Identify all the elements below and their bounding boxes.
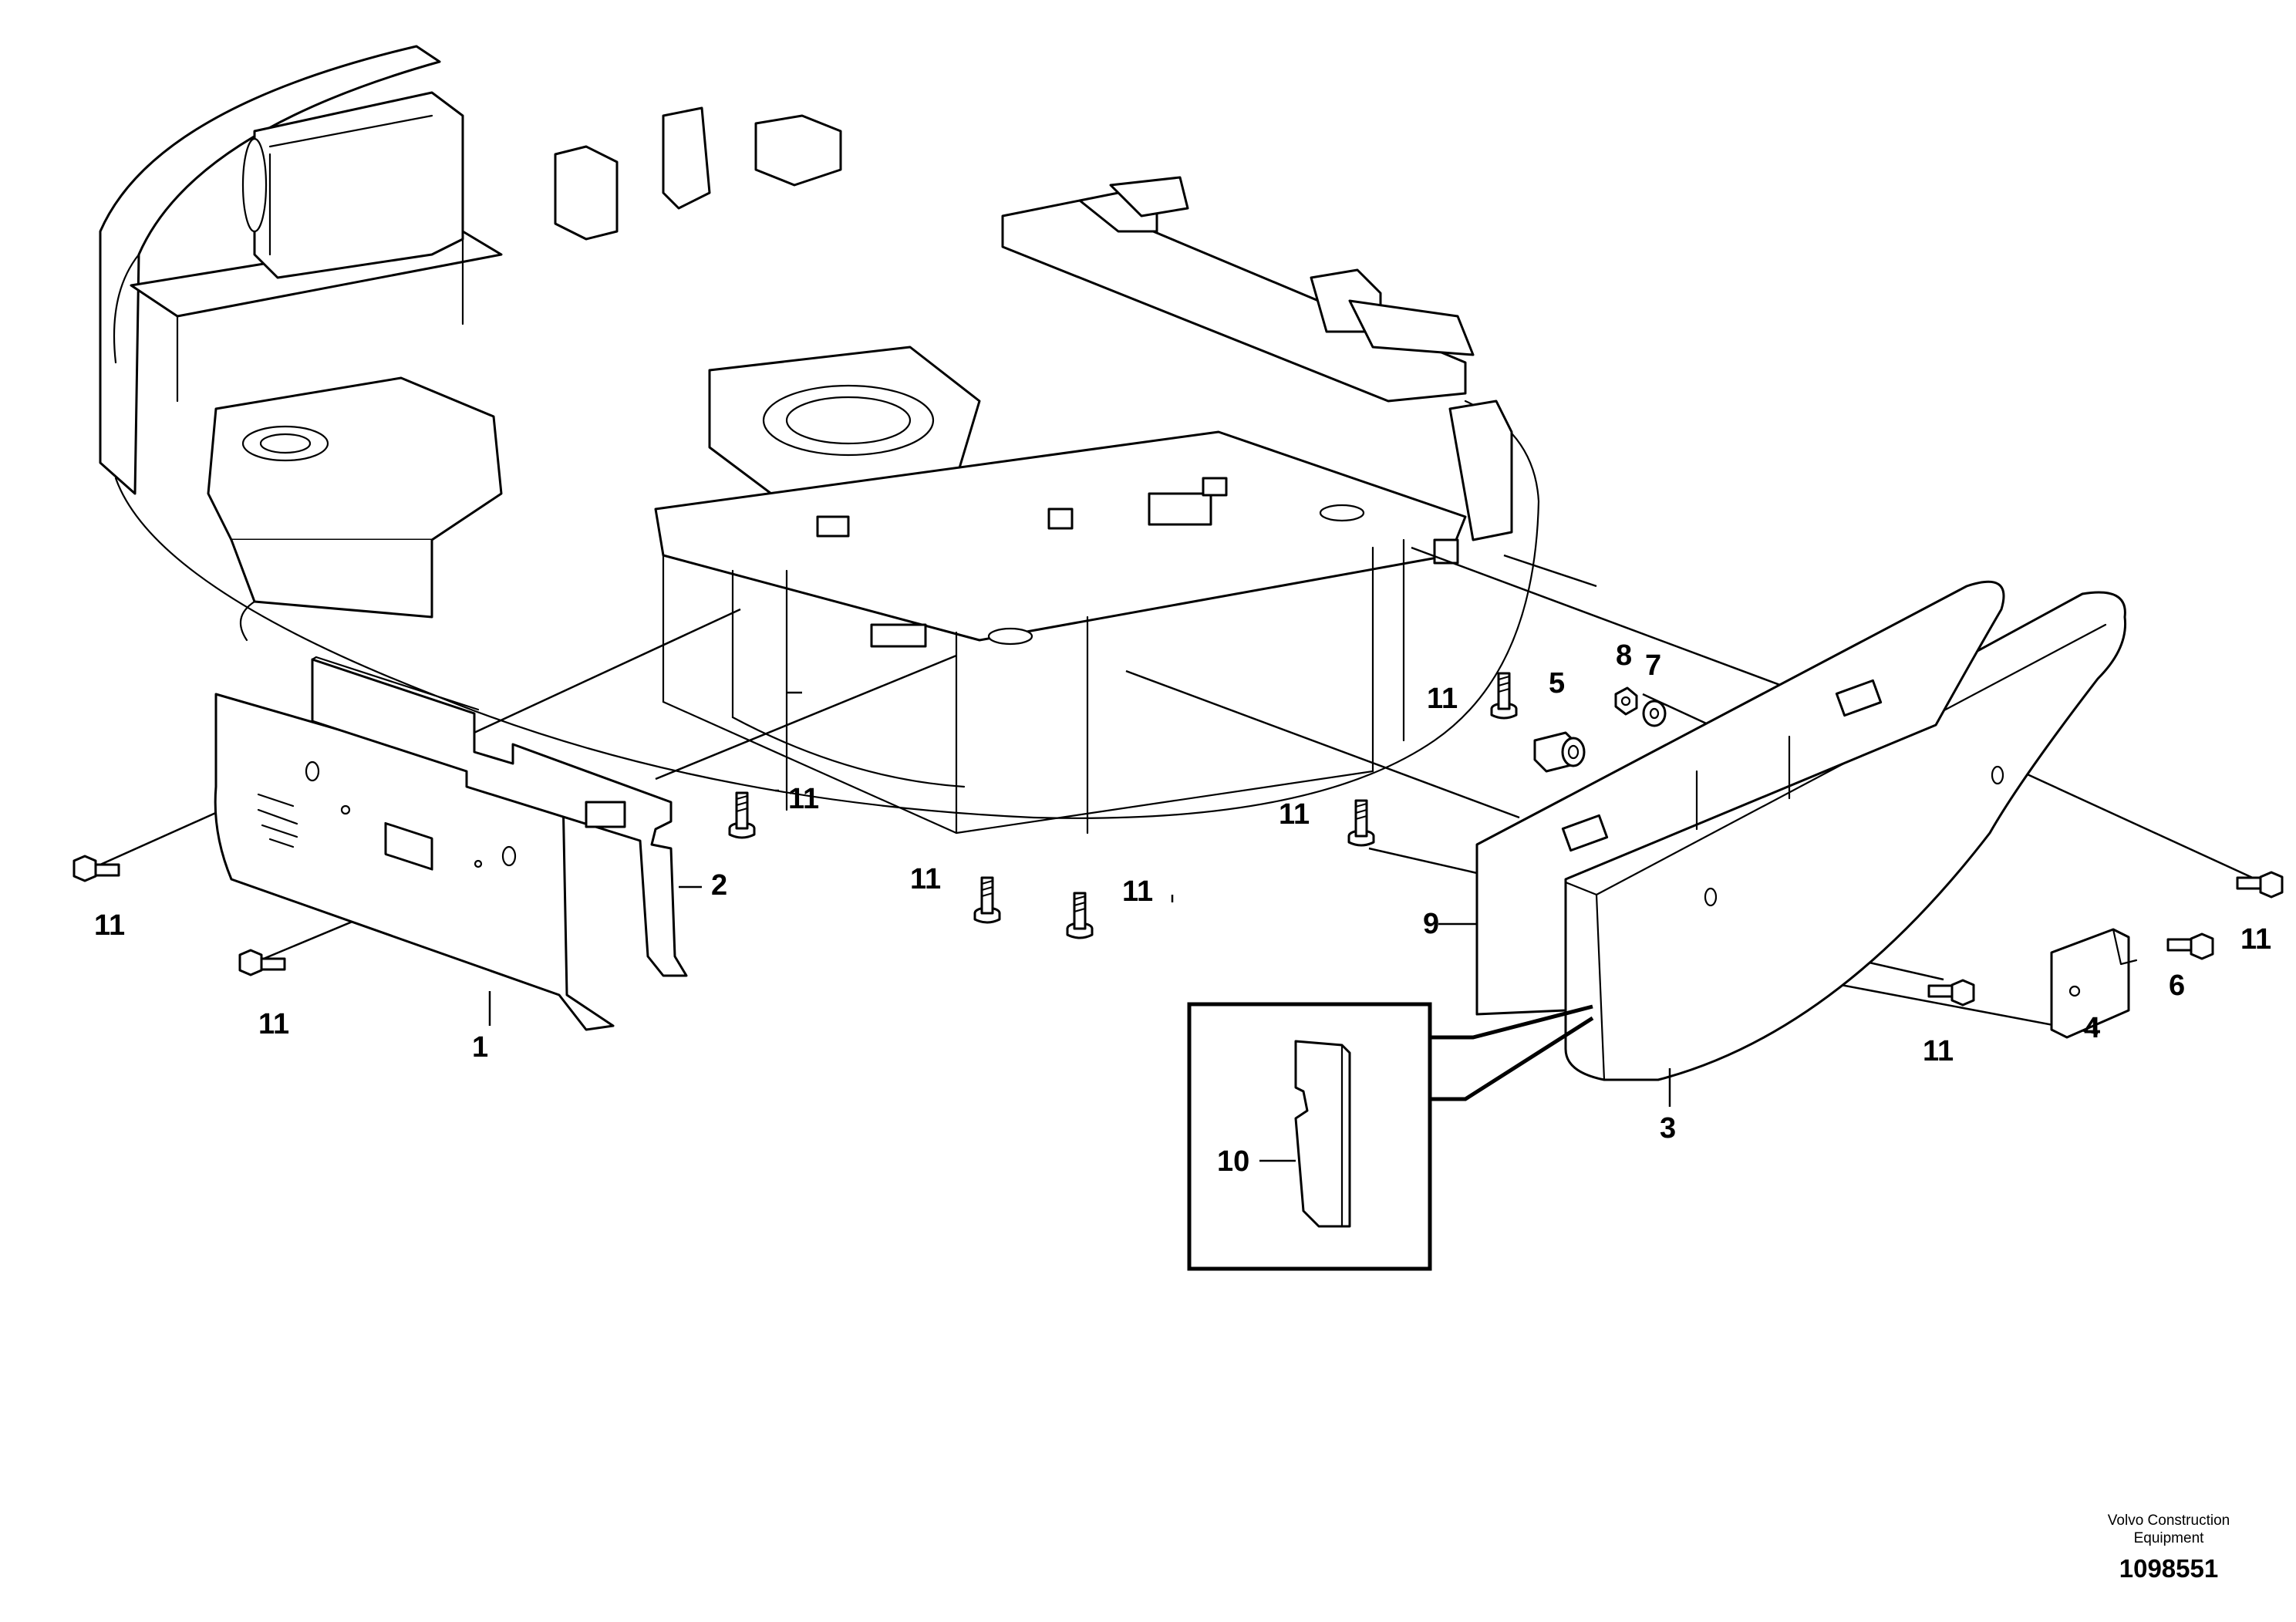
clip-nut-icon (1533, 731, 1586, 773)
company-name-line2: Equipment (2134, 1530, 2205, 1546)
callout-3: 3 (1660, 1112, 1676, 1145)
callout-11: 11 (1279, 798, 1310, 831)
callout-2: 2 (711, 869, 727, 902)
part-9-spacer-plate (1475, 580, 2005, 1016)
flange-bolt-icon (238, 949, 286, 976)
callout-11: 11 (1122, 875, 1153, 908)
callout-1: 1 (472, 1031, 488, 1064)
callout-ticks (488, 691, 2095, 1162)
callout-10: 10 (1217, 1145, 1249, 1178)
upper-frame-assembly (99, 45, 1540, 835)
part-2-spacer-plate (311, 656, 688, 977)
callout-labels: 1 2 3 4 5 6 7 8 9 10 11 11 11 11 11 11 1… (94, 639, 2271, 1178)
bolt-icon (1347, 799, 1375, 847)
callout-11: 11 (910, 863, 941, 895)
nut-icon (1614, 686, 1638, 716)
callout-7: 7 (1645, 649, 1661, 682)
company-name-line1: Volvo Construction (2108, 1512, 2230, 1529)
callout-11: 11 (2240, 923, 2271, 956)
bolt-icon (973, 876, 1001, 924)
callout-6: 6 (2169, 969, 2185, 1002)
callout-9: 9 (1423, 908, 1439, 940)
bolt-icon (1490, 672, 1518, 720)
callout-11: 11 (1427, 683, 1458, 715)
callout-8: 8 (1616, 639, 1632, 672)
flange-bolt-icon (2166, 932, 2214, 960)
bolt-icon (1066, 892, 1094, 939)
part-4-access-plate (2050, 928, 2138, 1039)
callout-4: 4 (2084, 1012, 2100, 1044)
drawing-number: 1098551 (2119, 1554, 2218, 1583)
washer-icon (1642, 700, 1667, 727)
flange-bolt-icon (1927, 979, 1975, 1007)
callout-5: 5 (1549, 667, 1565, 700)
callout-11: 11 (258, 1008, 289, 1040)
callout-11: 11 (94, 909, 125, 942)
detail-inset (1187, 1002, 1594, 1271)
footer: Volvo Construction Equipment 1098551 (2108, 1512, 2230, 1583)
flange-bolt-icon (2236, 871, 2284, 899)
callout-11: 11 (1923, 1035, 1954, 1067)
callout-11: 11 (788, 783, 819, 815)
bolt-icon (728, 791, 756, 839)
